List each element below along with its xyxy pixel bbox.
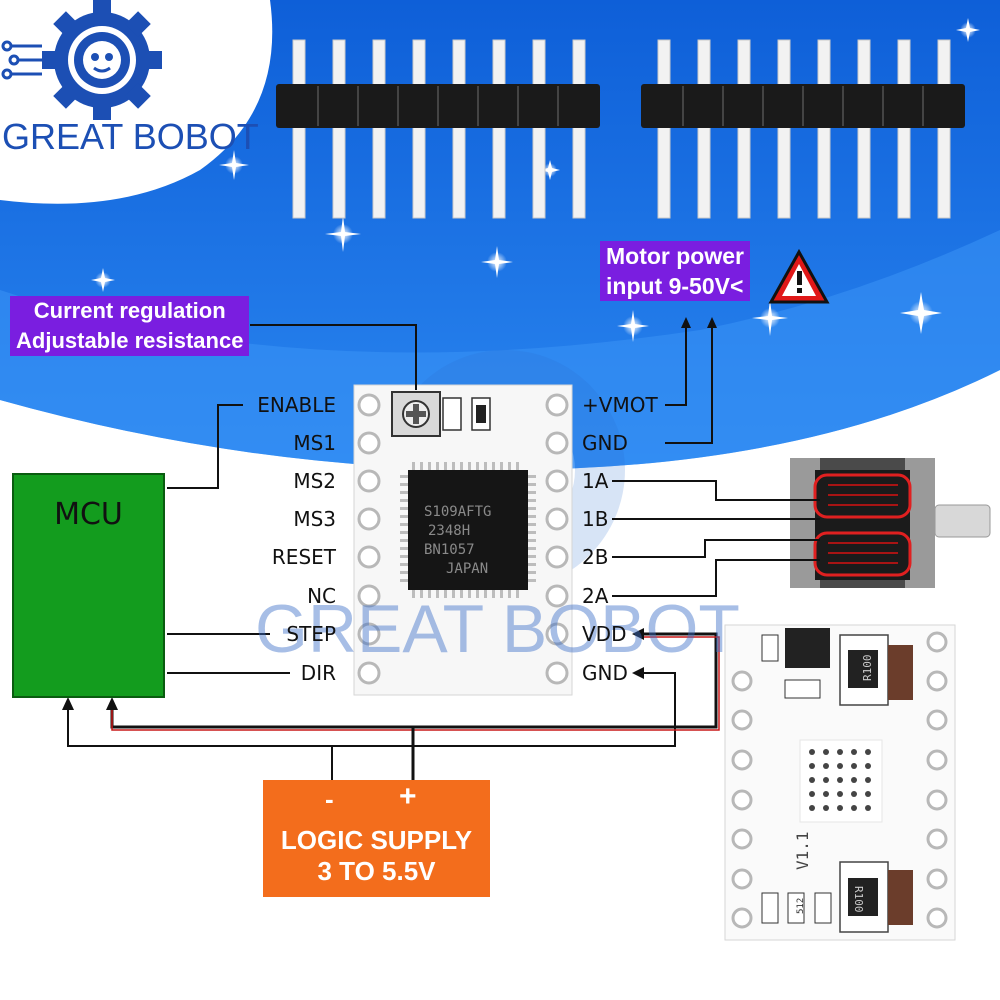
logic-minus-label: - [325, 784, 334, 814]
driver-chip: S109AFTG 2348H BN1057 JAPAN [400, 462, 536, 598]
pin-label-2b: 2B [582, 545, 609, 569]
stepper-motor-icon [790, 458, 991, 588]
pin-label-gnd-motor: GND [582, 431, 628, 455]
sparkle-icon [91, 268, 115, 292]
gear-logo-icon [1, 0, 162, 120]
pin-label-1b: 1B [582, 507, 609, 531]
logic-supply-range: 3 TO 5.5V [317, 856, 436, 886]
chip-marking: JAPAN [446, 561, 488, 577]
pin-label-ms3: MS3 [293, 507, 336, 531]
chip-marking: S109AFTG [424, 504, 491, 520]
callout-current-regulation: Current regulation Adjustable resistance [10, 296, 250, 356]
logic-supply-block: - + LOGIC SUPPLY 3 TO 5.5V [263, 780, 490, 897]
sparkle-icon [325, 216, 361, 252]
pin-label-vmot: +VMOT [582, 393, 658, 417]
sparkle-icon [617, 310, 649, 342]
chip-marking: 2348H [428, 523, 470, 539]
sparkle-icon [900, 292, 942, 334]
arrow-up-icon [106, 697, 118, 710]
pin-label-vdd: VDD [582, 622, 627, 646]
callout-line: input 9-50V< [606, 273, 744, 299]
board-version: V1.1 [793, 831, 812, 870]
sparkle-icon [956, 18, 980, 42]
arrow-up-icon [707, 317, 717, 328]
callout-line: Adjustable resistance [16, 328, 244, 353]
chip-marking: BN1057 [424, 542, 475, 558]
warning-triangle-icon [768, 248, 830, 304]
pin-label-1a: 1A [582, 469, 609, 493]
cap-label: 512 [796, 898, 806, 914]
pin-label-nc: NC [307, 584, 336, 608]
callout-line: Current regulation [33, 298, 226, 323]
sparkle-icon [540, 160, 560, 180]
pin-label-2a: 2A [582, 584, 609, 608]
sparkle-icon [219, 150, 249, 180]
mcu-block: MCU [12, 473, 165, 698]
pin-header-right [641, 39, 965, 219]
sparkle-icon [752, 300, 788, 336]
board-back: R100 R100 512 V1.1 [724, 624, 956, 941]
logic-supply-title: LOGIC SUPPLY [280, 825, 473, 855]
wires-red [110, 632, 720, 780]
brand-watermark: GREAT BOBOT [255, 591, 740, 667]
driver-board: S109AFTG 2348H BN1057 JAPAN [353, 384, 573, 696]
arrows [62, 317, 717, 710]
arrow-left-icon [632, 667, 644, 679]
resistor-label: R100 [852, 886, 865, 913]
sparkles [91, 18, 980, 342]
pin-label-ms2: MS2 [293, 469, 336, 493]
logic-plus-label: + [399, 780, 417, 813]
wires [67, 324, 820, 780]
arrow-up-icon [62, 697, 74, 710]
callout-line: Motor power [606, 243, 744, 269]
pin-label-gnd-logic: GND [582, 661, 628, 685]
pin-label-step: STEP [286, 622, 336, 646]
pin-label-dir: DIR [300, 661, 336, 685]
pin-label-enable: ENABLE [257, 393, 336, 417]
pin-label-reset: RESET [271, 545, 336, 569]
pin-header-left [276, 39, 600, 219]
potentiometer-icon [391, 391, 491, 437]
arrow-up-icon [681, 317, 691, 328]
resistor-label: R100 [861, 655, 874, 682]
callout-motor-power: Motor power input 9-50V< [600, 241, 750, 301]
sky-highlight [0, 230, 1000, 470]
mcu-label: MCU [54, 497, 123, 532]
brand-logo-text: GREAT BOBOT [2, 116, 259, 157]
sparkle-icon [481, 246, 513, 278]
pin-label-ms1: MS1 [293, 431, 336, 455]
arrow-left-icon [632, 628, 644, 640]
